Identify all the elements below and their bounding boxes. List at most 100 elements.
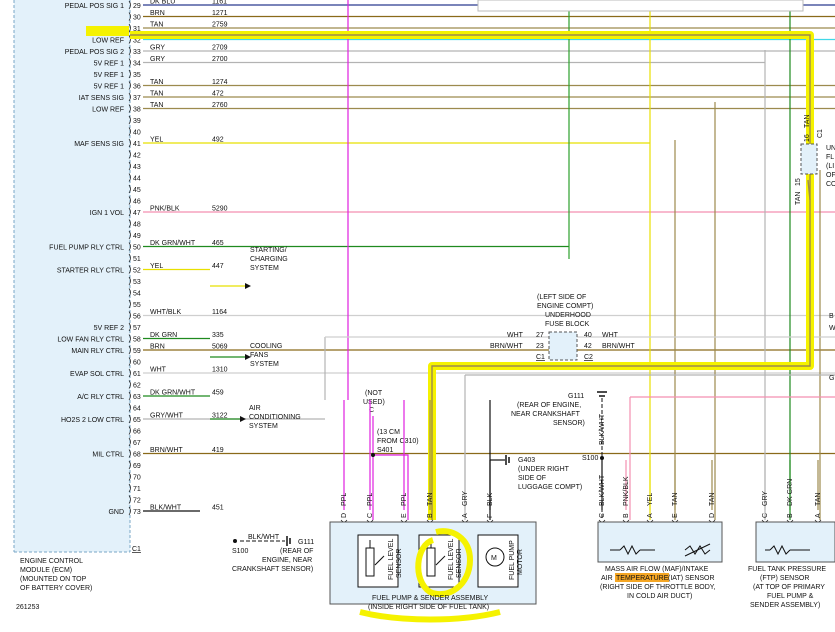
ecm-signal-label: LOW FAN RLY CTRL [57,337,124,344]
ecm-pin-bracket [128,104,131,113]
ecm-wire-color: WHT [150,367,167,374]
right-partial-4: OF [826,172,835,179]
ecm-signal-label: EVAP SOL CTRL [70,371,124,378]
ecm-wire-circuit: 335 [212,332,224,339]
maf-title-2b: TEMPERATURE [616,575,669,582]
ecm-pin-bracket [128,265,131,274]
ecm-signal-label: GND [108,509,124,516]
ecm-module-box [14,0,130,552]
ecm-signal-label: 5V REF 2 [94,325,124,332]
ecm-pin-bracket [128,12,131,21]
ftp-title-3: (AT TOP OF PRIMARY [753,584,825,591]
fuel-pump-pin-B: B [427,513,434,518]
ecm-pin-65: 65 [133,417,141,424]
ac-system-arrow [210,416,246,422]
ecm-pin-41: 41 [133,141,141,148]
fuel-level-sensor-1-box [357,534,399,588]
ecm-signal-label: IGN 1 VOL [90,210,124,217]
fuse-block-title-2: ENGINE COMPT) [537,303,593,310]
ecm-pin-bracket [128,46,131,56]
right-conn-pin-15-color: TAN [795,192,802,205]
ecm-pin-bracket [128,483,131,493]
maf-pin-color: BLK/WHT [599,474,606,506]
ecm-pin-35: 35 [133,72,141,79]
ecm-wires [143,4,835,512]
ecm-pin-bracket [128,449,131,458]
g403-loc-1: (UNDER RIGHT [518,466,570,473]
ecm-wire-color: GRY [150,56,165,63]
iat-thermistor-icon [684,543,711,557]
ecm-wire-circuit: 2709 [212,45,228,52]
pump-motor-symbol: M [491,555,497,562]
ecm-signal-label: PEDAL POS SIG 1 [65,3,124,10]
fuel-pump-pin-color: BLK [487,492,494,506]
maf-title-4: IN COLD AIR DUCT) [627,593,692,600]
fuel-pump-pin-F: F [487,514,494,518]
ecm-pin-51: 51 [133,256,141,263]
ecm-pin-71: 71 [133,486,141,493]
fuel-pump-pin-color: GRY [462,491,469,506]
ecm-wire-circuit: 492 [212,137,224,144]
ecm-pin-34: 34 [133,61,141,68]
maf-ground-icon [597,391,607,397]
ecm-pin-bracket [128,357,131,366]
ecm-pin-bracket [128,207,131,217]
ecm-pin-bracket [128,276,131,286]
diagram-id: 261253 [16,604,39,611]
maf-title-1: MASS AIR FLOW (MAF)/INTAKE [605,566,709,573]
s401-label: S401 [377,447,393,454]
ecm-pin-56: 56 [133,314,141,321]
ecm-pin-55: 55 [133,302,141,309]
g403-name: G403 [518,457,535,464]
ftp-pin-color: GRY [762,491,769,506]
fuel-level-sensor-2-label-a: FUEL LEVEL [448,539,455,580]
fuse-left-color-1: WHT [507,332,524,339]
ecm-pin-bracket [128,368,131,378]
ecm-wire-color: DK GRN/WHT [150,390,196,397]
g111-loc-2: ENGINE, NEAR [262,557,312,564]
ecm-pin-60: 60 [133,360,141,367]
ecm-wire-color: YEL [150,137,163,144]
ecm-name-line-4: OF BATTERY COVER) [20,585,92,592]
ecm-wire-color: TAN [150,91,163,98]
maf-g111-loc-2: NEAR CRANKSHAFT [511,411,581,418]
ecm-pin-69: 69 [133,463,141,470]
ecm-pin-bracket [128,437,131,447]
maf-pin-B: B [623,513,630,518]
right-letter-b: B [829,313,834,320]
maf-ground-wire-color: BLK/WHT [599,413,606,445]
ecm-pin-29: 29 [133,3,141,10]
ecm-pin-64: 64 [133,406,141,413]
maf-pin-C: C [599,513,606,518]
ecm-wire-color: BLK/WHT [150,505,182,512]
ecm-pin-70: 70 [133,475,141,482]
ecm-wire-circuit: 459 [212,390,224,397]
maf-pin-E: E [672,513,679,518]
low-ref-wire [130,34,811,520]
right-conn-pin-16: 16 [804,134,811,142]
ecm-pin-38: 38 [133,107,141,114]
maf-g111-name: G111 [568,393,584,400]
fuel-pump-pin-E: E [401,513,408,518]
annotation-underline [359,609,501,623]
ecm-pin-bracket [128,242,131,251]
ecm-wire-circuit: 472 [212,91,224,98]
fuse-left-color-2: BRN/WHT [490,343,523,350]
ecm-signal-label: 5V REF 1 [94,61,124,68]
g403-loc-2: SIDE OF [518,475,546,482]
ecm-wire-color: DK GRN [150,332,177,339]
low-ref-wire-2 [807,179,811,201]
fuel-pump-motor-label-a: FUEL PUMP [509,540,516,580]
ecm-wire-circuit: 3122 [212,413,228,420]
ecm-pin-bracket [128,138,131,148]
ecm-pin-bracket [128,322,131,332]
maf-pin-color: TAN [672,493,679,506]
wire-ppl-to-e [373,454,409,520]
fuel-level-sensor-1-label-a: FUEL LEVEL [388,539,395,580]
ecm-signal-label: LOW REF [92,107,124,114]
ecm-wire-color: GRY [150,45,165,52]
g403-loc-3: LUGGAGE COMPT) [518,484,582,491]
maf-title-2a: AIR [601,575,613,582]
ecm-wire-color: DK BLU [150,0,175,6]
